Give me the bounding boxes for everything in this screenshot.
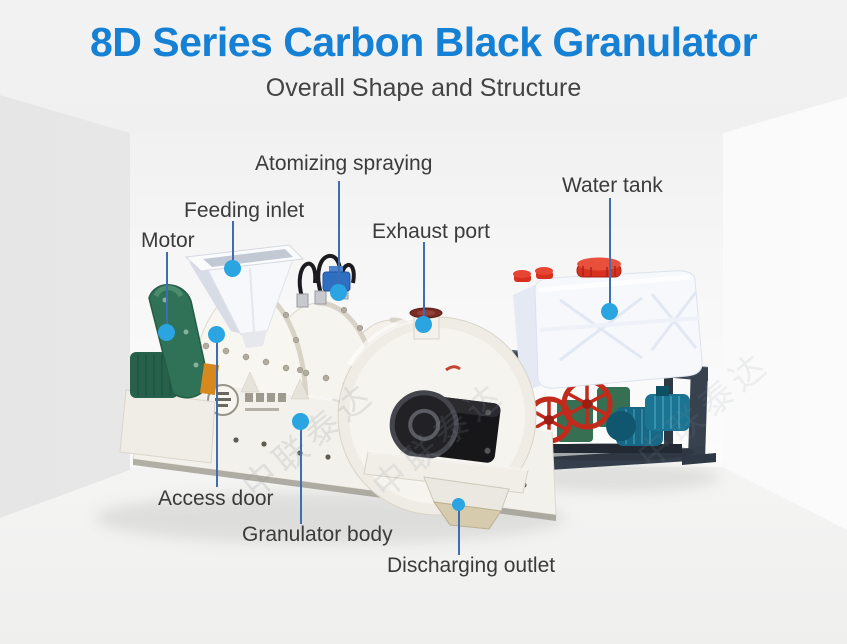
callout-dot-feeding-inlet xyxy=(224,260,241,277)
bearing-housing xyxy=(389,390,501,463)
callout-line-exhaust-port xyxy=(423,242,425,325)
callout-dot-atomizing-spraying xyxy=(330,284,347,301)
label-motor: Motor xyxy=(141,229,195,252)
callout-line-granulator-body xyxy=(300,422,302,524)
label-exhaust-port: Exhaust port xyxy=(372,220,490,243)
callout-line-water-tank xyxy=(609,198,611,312)
callout-line-motor xyxy=(166,252,168,330)
callout-line-access-door xyxy=(216,335,218,487)
label-feeding-inlet: Feeding inlet xyxy=(184,199,305,222)
label-discharging-outlet: Discharging outlet xyxy=(387,554,556,577)
page-title: 8D Series Carbon Black Granulator xyxy=(89,19,758,65)
discharge-chute xyxy=(423,476,510,530)
label-granulator-body: Granulator body xyxy=(242,523,393,546)
callout-dot-granulator-body xyxy=(292,413,309,430)
callout-line-discharging-outlet xyxy=(458,505,460,555)
callout-line-atomizing-spraying xyxy=(338,181,340,293)
label-water-tank: Water tank xyxy=(562,174,663,197)
brand-logo xyxy=(207,384,286,416)
feeding-hopper xyxy=(184,244,305,348)
callout-dot-access-door xyxy=(208,326,225,343)
motor-illustration xyxy=(119,284,220,464)
callout-line-feeding-inlet xyxy=(232,221,234,269)
granulator-illustration xyxy=(119,244,557,530)
page-subtitle: Overall Shape and Structure xyxy=(265,74,582,103)
header: 8D Series Carbon Black Granulator Overal… xyxy=(0,0,847,103)
drum-end-cap xyxy=(337,313,537,516)
callout-dot-exhaust-port xyxy=(415,316,432,333)
callout-dot-motor xyxy=(158,324,175,341)
callout-dot-water-tank xyxy=(601,303,618,320)
label-atomizing-spraying: Atomizing spraying xyxy=(255,152,433,175)
callout-dot-discharging-outlet xyxy=(452,498,465,511)
label-access-door: Access door xyxy=(158,487,274,510)
